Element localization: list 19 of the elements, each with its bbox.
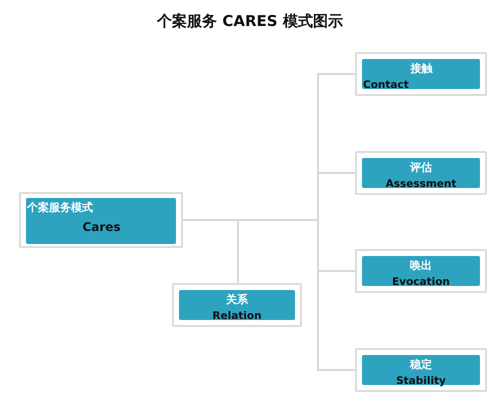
chinese-label: 稳定 (408, 357, 433, 372)
node-frame (355, 249, 487, 293)
node-frame (19, 192, 183, 248)
chinese-label: 接触 (409, 61, 434, 76)
node-frame (355, 151, 487, 195)
node-frame (172, 283, 302, 327)
english-label: Cares (81, 220, 122, 234)
chinese-label: 个案服务模式 (27, 200, 94, 215)
english-label: Stability (395, 375, 447, 387)
english-label: Relation (211, 310, 263, 322)
chinese-label: 评估 (408, 160, 433, 175)
chinese-label: 关系 (225, 292, 249, 307)
node-frame (355, 52, 487, 96)
chinese-label: 唤出 (409, 258, 433, 273)
title: 个案服务 CARES 模式图示 (156, 12, 344, 31)
english-label: Assessment (384, 178, 458, 190)
node-frame (355, 348, 487, 392)
english-label: Evocation (391, 276, 451, 288)
english-label: Contact (363, 79, 410, 91)
